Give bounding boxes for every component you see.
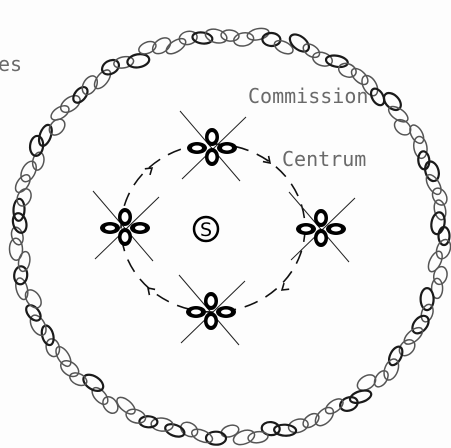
ring-link <box>287 31 312 55</box>
ring-link <box>9 238 22 260</box>
ring-link <box>126 53 150 70</box>
ring-link <box>418 151 430 170</box>
label-centrum: Centrum <box>282 147 366 171</box>
ring-link <box>430 211 447 235</box>
ring-link <box>231 427 256 447</box>
ring-link <box>49 103 72 123</box>
ring-link <box>301 41 322 60</box>
ring-link <box>337 61 358 80</box>
ring-link <box>10 226 25 246</box>
orbital-node <box>179 275 245 345</box>
ring-link <box>272 38 295 57</box>
ring-link <box>338 395 359 414</box>
orbit-arrowhead <box>279 283 289 293</box>
ring-link <box>386 344 405 367</box>
ring-link <box>430 186 450 208</box>
ring-link <box>409 313 432 337</box>
ring-link <box>13 266 28 285</box>
ring-link <box>192 31 213 45</box>
ring-link <box>18 159 39 184</box>
ring-link <box>17 251 31 273</box>
ring-link <box>312 404 337 429</box>
ring-link <box>13 199 25 221</box>
orbital-node <box>289 192 355 262</box>
center-symbol: S <box>194 217 218 241</box>
ring-link <box>58 357 82 379</box>
center-symbol-letter: S <box>200 219 212 241</box>
ring-link <box>89 385 111 407</box>
ring-link <box>58 92 83 115</box>
ring-link <box>262 32 281 46</box>
ring-link <box>372 368 391 389</box>
ring-link <box>325 54 349 69</box>
ring-link <box>100 394 121 416</box>
outer-chain-ring <box>9 26 451 447</box>
ring-link <box>220 423 241 439</box>
ring-link <box>261 421 280 436</box>
label-commission: Commission <box>248 84 368 108</box>
ring-link <box>423 172 444 197</box>
orbital-node <box>180 111 246 181</box>
ring-link <box>37 123 55 147</box>
ring-link <box>432 265 449 286</box>
label-partial-left: es <box>0 52 22 76</box>
ring-link <box>412 136 428 160</box>
ring-link <box>323 396 346 417</box>
